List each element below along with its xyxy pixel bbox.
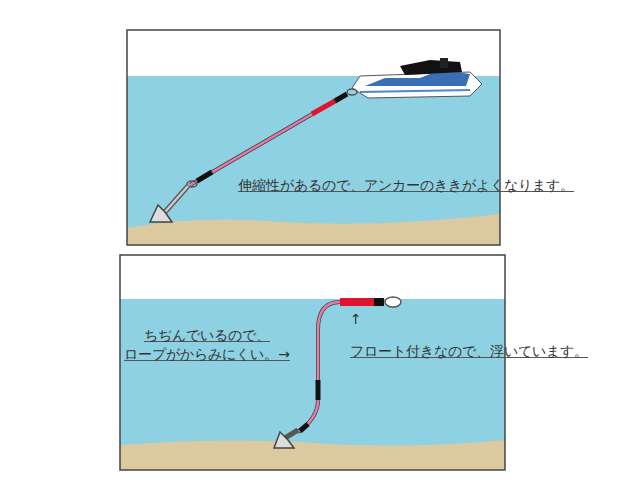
anchor bbox=[150, 186, 188, 222]
explanation-note: ちぢんでいるので、 ロープがからみにくい。→ bbox=[112, 326, 302, 364]
anchor bbox=[274, 430, 298, 448]
jet-ski bbox=[352, 58, 482, 98]
top-panel bbox=[127, 30, 500, 245]
pointer-arrow: ↑ bbox=[350, 310, 362, 329]
bottom-panel bbox=[120, 255, 505, 470]
explanation-note: フロート付きなので、浮いています。 bbox=[350, 342, 588, 361]
explanation-note: 伸縮性があるので、アンカーのききがよくなります。 bbox=[238, 176, 574, 195]
